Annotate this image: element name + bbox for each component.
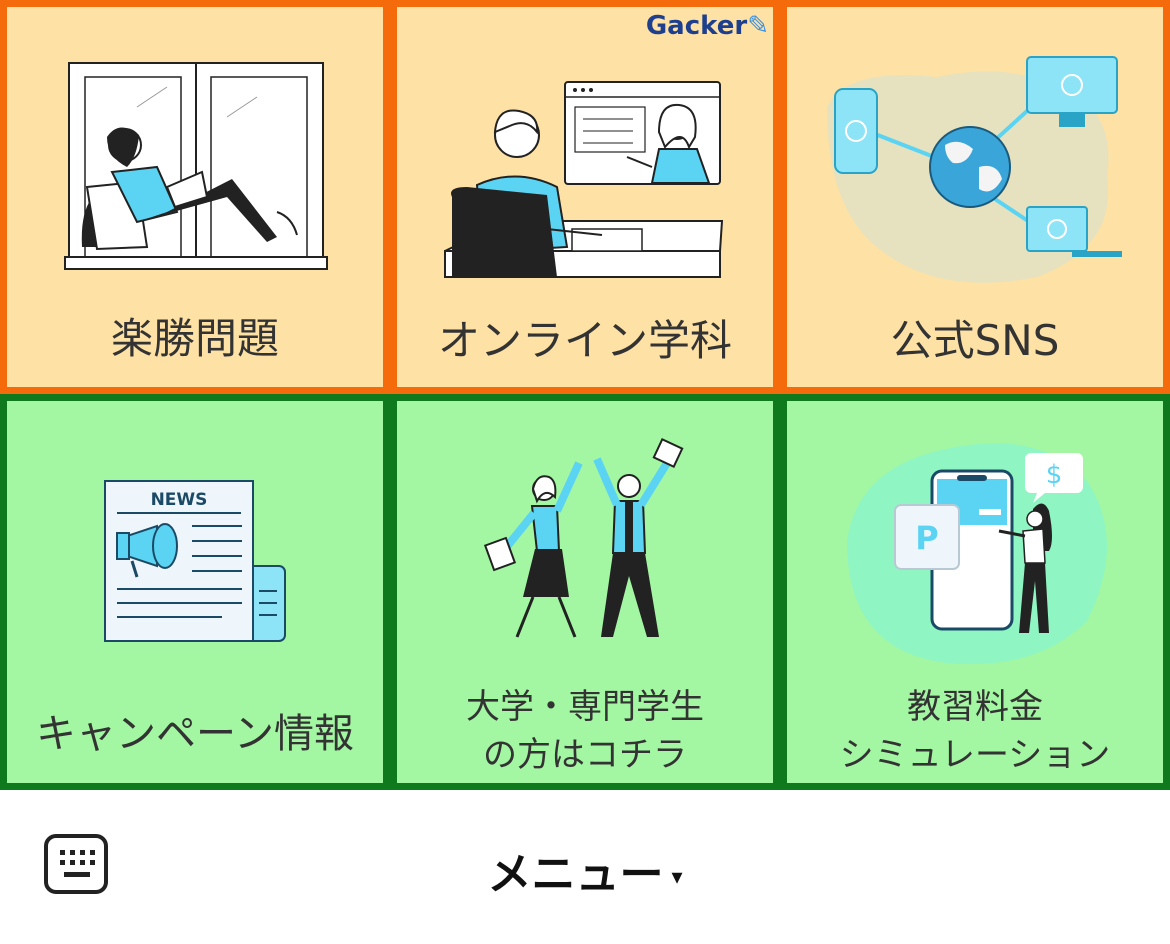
- gacker-logo: Gacker✎: [645, 11, 769, 41]
- reading-woman-illustration: [64, 62, 328, 270]
- paypal-icon: P: [915, 519, 938, 557]
- tile-label: 楽勝問題: [110, 314, 279, 363]
- tile-label: 教習料金 シミュレーション: [839, 687, 1111, 775]
- payment-phone-illustration: P $: [847, 443, 1107, 665]
- tile-label: キャンペーン情報: [36, 711, 354, 757]
- newspaper-megaphone-illustration: NEWS: [104, 480, 286, 642]
- tile-label: 大学・専門学生 の方はコチラ: [466, 687, 704, 775]
- tile-university-students[interactable]: 大学・専門学生 の方はコチラ: [390, 394, 780, 790]
- keyboard-icon[interactable]: [44, 834, 108, 894]
- online-lesson-illustration: [444, 81, 724, 278]
- tile-online-course[interactable]: Gacker✎ オンライン学科: [390, 0, 780, 394]
- svg-text:NEWS: NEWS: [151, 490, 208, 510]
- tile-campaign-info[interactable]: NEWS キャンペーン情報: [0, 394, 390, 790]
- tile-official-sns[interactable]: 公式SNS: [780, 0, 1170, 394]
- tile-easy-questions[interactable]: 楽勝問題: [0, 0, 390, 394]
- menu-footer: [0, 790, 1170, 944]
- tile-fee-simulation[interactable]: P $ 教習料金 シミュレーション: [780, 394, 1170, 790]
- tile-label: オンライン学科: [437, 316, 732, 365]
- globe-network-illustration: [827, 56, 1122, 283]
- menu-title-label: メニュー: [487, 849, 664, 900]
- rich-menu-grid: 楽勝問題 Gacker✎ オンライン学科: [0, 0, 1170, 790]
- celebrating-students-illustration: [483, 437, 684, 638]
- caret-down-icon: ▾: [671, 864, 683, 890]
- tile-label: 公式SNS: [890, 316, 1060, 365]
- svg-text:$: $: [1046, 460, 1063, 490]
- menu-toggle-button[interactable]: メニュー ▾: [0, 838, 1170, 902]
- pencil-icon: ✎: [747, 11, 769, 41]
